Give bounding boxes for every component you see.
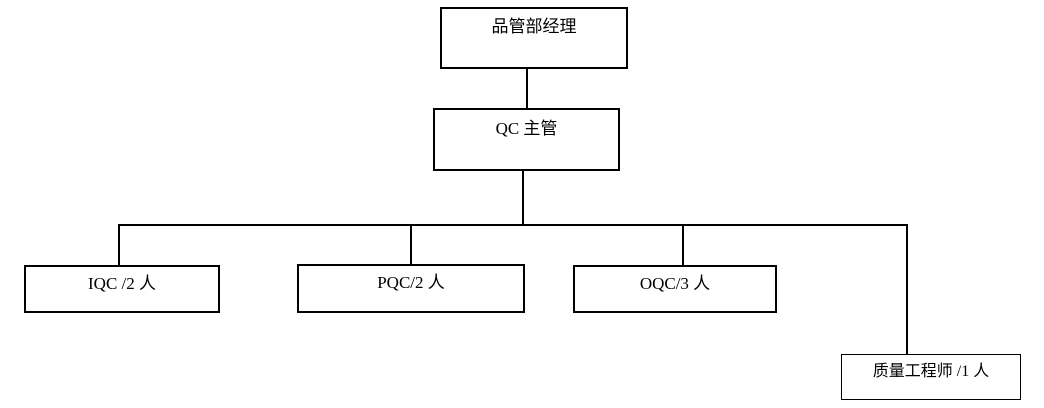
connector-drop-oqc <box>682 224 684 265</box>
node-qc-supervisor: QC 主管 <box>433 108 620 171</box>
connector-manager-to-qc-supervisor <box>526 69 528 108</box>
node-iqc-label: IQC /2 人 <box>88 274 156 293</box>
node-manager: 品管部经理 <box>440 7 628 69</box>
connector-horizontal-bus <box>119 224 908 226</box>
connector-qc-supervisor-to-bus <box>522 171 524 225</box>
connector-drop-quality-engineer <box>906 224 908 354</box>
node-quality-engineer: 质量工程师 /1 人 <box>841 354 1021 400</box>
node-pqc: PQC/2 人 <box>297 264 525 313</box>
connector-drop-iqc <box>118 224 120 265</box>
node-oqc: OQC/3 人 <box>573 265 777 313</box>
node-qc-supervisor-label: QC 主管 <box>495 119 558 138</box>
node-pqc-label: PQC/2 人 <box>377 273 445 292</box>
node-iqc: IQC /2 人 <box>24 265 220 313</box>
connector-drop-pqc <box>410 224 412 264</box>
node-manager-label: 品管部经理 <box>491 17 577 36</box>
node-quality-engineer-label: 质量工程师 /1 人 <box>872 363 990 380</box>
node-oqc-label: OQC/3 人 <box>639 274 711 293</box>
